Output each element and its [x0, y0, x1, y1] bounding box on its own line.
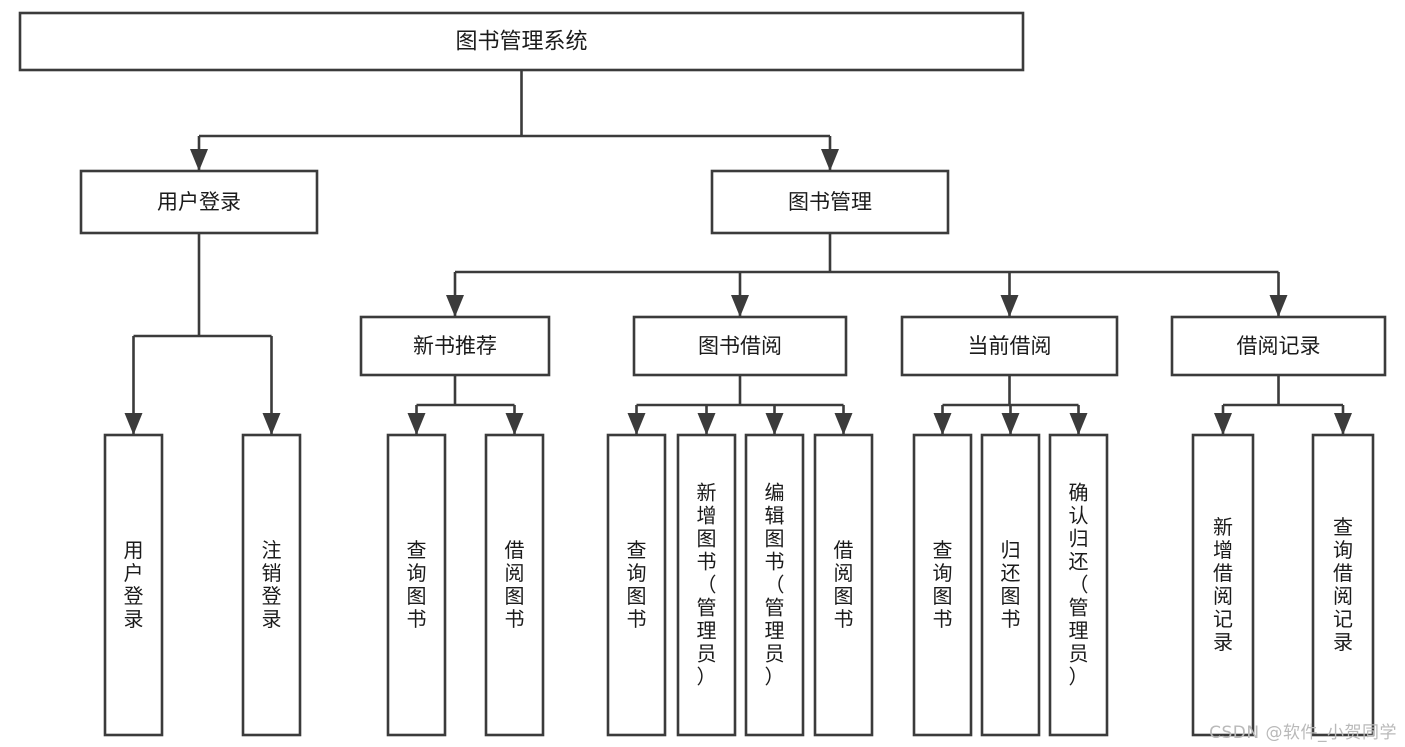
node-leaf-edit-book[interactable]: 编辑图书（管理员） [744, 433, 805, 737]
node-leaf-user-login-rect [103, 433, 164, 737]
arrow-head-icon [627, 413, 646, 435]
node-label-leaf-borrow-book-2: 借阅图书 [834, 538, 854, 631]
node-leaf-confirm-return[interactable]: 确认归还（管理员） [1048, 433, 1109, 737]
node-book-borrow-rect [632, 315, 848, 377]
node-leaf-query-book-2-rect [606, 433, 667, 737]
node-leaf-logout[interactable]: 注销登录 [241, 433, 302, 737]
node-label-leaf-add-record: 新增借阅记录 [1213, 515, 1233, 654]
node-book-borrow[interactable]: 图书借阅 [632, 315, 848, 377]
arrow-head-icon [124, 413, 143, 435]
node-leaf-add-book[interactable]: 新增图书（管理员） [676, 433, 737, 737]
arrow-head-icon [1334, 413, 1352, 435]
node-label-book-borrow: 图书借阅 [698, 334, 782, 358]
node-current-borrow-rect [900, 315, 1119, 377]
node-leaf-query-book-2[interactable]: 查询图书 [606, 433, 667, 737]
node-label-leaf-query-record: 查询借阅记录 [1333, 515, 1353, 654]
arrow-head-icon [765, 413, 784, 435]
node-new-book-recommend[interactable]: 新书推荐 [359, 315, 551, 377]
node-leaf-return-book-rect [980, 433, 1041, 737]
node-user-login[interactable]: 用户登录 [79, 169, 319, 235]
csdn-watermark: CSDN @软件_小贺同学 [1209, 723, 1397, 743]
node-label-leaf-edit-book: 编辑图书（管理员） [765, 480, 785, 688]
node-label-leaf-query-book-2: 查询图书 [627, 538, 647, 631]
node-label-leaf-logout: 注销登录 [262, 538, 282, 631]
arrow-head-icon [262, 413, 281, 435]
node-root-rect [18, 11, 1025, 72]
node-label-leaf-query-book-3: 查询图书 [933, 538, 953, 631]
node-leaf-add-record[interactable]: 新增借阅记录 [1191, 433, 1255, 737]
node-root[interactable]: 图书管理系统 [18, 11, 1025, 72]
arrow-head-icon [1214, 413, 1232, 435]
node-book-manage[interactable]: 图书管理 [710, 169, 950, 235]
arrow-head-icon [1269, 295, 1288, 317]
node-leaf-user-login[interactable]: 用户登录 [103, 433, 164, 737]
node-label-leaf-query-book-1: 查询图书 [407, 538, 427, 631]
node-label-book-manage: 图书管理 [788, 190, 872, 214]
node-leaf-query-record[interactable]: 查询借阅记录 [1311, 433, 1375, 737]
node-label-leaf-return-book: 归还图书 [1001, 538, 1021, 631]
node-user-login-rect [79, 169, 319, 235]
arrow-head-icon [407, 413, 426, 435]
node-leaf-borrow-book-2[interactable]: 借阅图书 [813, 433, 874, 737]
node-current-borrow[interactable]: 当前借阅 [900, 315, 1119, 377]
arrow-head-icon [505, 413, 524, 435]
arrow-head-icon [697, 413, 716, 435]
arrow-head-icon [1069, 413, 1088, 435]
arrow-head-icon [933, 413, 952, 435]
node-new-book-recommend-rect [359, 315, 551, 377]
node-leaf-confirm-return-rect [1048, 433, 1109, 737]
arrow-head-icon [821, 149, 839, 171]
node-leaf-borrow-book-2-rect [813, 433, 874, 737]
node-label-user-login: 用户登录 [157, 190, 241, 214]
node-leaf-logout-rect [241, 433, 302, 737]
node-label-current-borrow: 当前借阅 [968, 334, 1052, 358]
arrow-head-icon [1001, 413, 1020, 435]
node-label-borrow-record: 借阅记录 [1237, 334, 1321, 358]
arrow-head-icon [1000, 295, 1019, 317]
node-leaf-query-book-3-rect [912, 433, 973, 737]
node-leaf-borrow-book-1-rect [484, 433, 545, 737]
node-leaf-edit-book-rect [744, 433, 805, 737]
arrow-head-icon [834, 413, 853, 435]
nodes-layer: 图书管理系统用户登录图书管理新书推荐图书借阅当前借阅借阅记录用户登录注销登录查询… [18, 11, 1387, 737]
node-leaf-query-record-rect [1311, 433, 1375, 737]
arrow-head-icon [731, 295, 749, 317]
arrow-head-icon [190, 149, 208, 171]
node-label-new-book-recommend: 新书推荐 [413, 334, 497, 358]
node-borrow-record[interactable]: 借阅记录 [1170, 315, 1387, 377]
node-label-leaf-borrow-book-1: 借阅图书 [505, 538, 525, 631]
node-leaf-borrow-book-1[interactable]: 借阅图书 [484, 433, 545, 737]
node-leaf-query-book-1[interactable]: 查询图书 [386, 433, 447, 737]
node-label-leaf-add-book: 新增图书（管理员） [697, 480, 717, 688]
connectors-layer [124, 70, 1352, 435]
node-label-leaf-confirm-return: 确认归还（管理员） [1069, 480, 1089, 688]
arrow-head-icon [446, 295, 464, 317]
node-leaf-add-book-rect [676, 433, 737, 737]
node-leaf-return-book[interactable]: 归还图书 [980, 433, 1041, 737]
node-leaf-query-book-1-rect [386, 433, 447, 737]
node-label-leaf-user-login: 用户登录 [124, 538, 144, 631]
node-book-manage-rect [710, 169, 950, 235]
node-label-root: 图书管理系统 [455, 30, 587, 55]
node-leaf-query-book-3[interactable]: 查询图书 [912, 433, 973, 737]
node-borrow-record-rect [1170, 315, 1387, 377]
node-leaf-add-record-rect [1191, 433, 1255, 737]
